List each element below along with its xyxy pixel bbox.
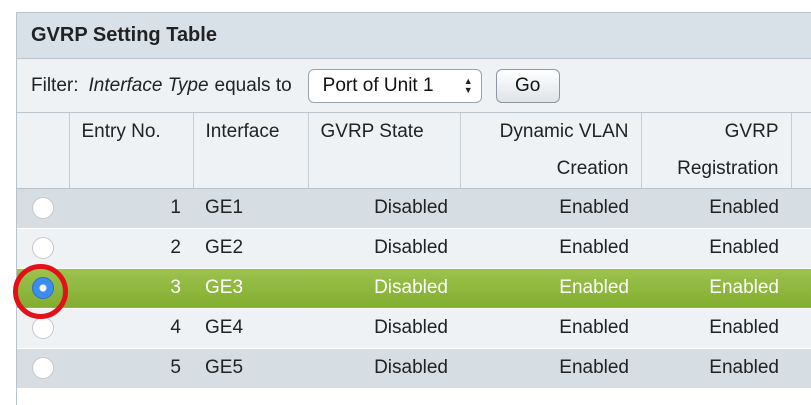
header-interface: Interface [193, 113, 309, 189]
cell-gvrp-state: Disabled [308, 188, 460, 229]
cell-registration: Enabled [641, 308, 791, 349]
cell-interface: GE3 [193, 268, 308, 309]
page-margin [0, 12, 16, 405]
header-gvrp-state: GVRP State [308, 113, 461, 189]
cell-interface: GE5 [193, 348, 308, 389]
cell-interface: GE2 [193, 228, 308, 269]
row-radio-button[interactable] [32, 236, 54, 259]
cell-entry-no: 1 [69, 188, 193, 229]
table-header-row-2: Creation Registration [17, 151, 811, 189]
panel-title-text: GVRP Setting Table [31, 24, 217, 46]
cell-interface: GE1 [193, 188, 308, 229]
header-entry-no: Entry No. [69, 113, 194, 189]
gvrp-table: Entry No. Interface GVRP State Dynamic V… [17, 113, 811, 389]
cell-gvrp-state: Disabled [308, 308, 460, 349]
cell-gvrp-state: Disabled [308, 348, 460, 389]
go-button-label: Go [514, 74, 541, 96]
cell-entry-no: 2 [69, 228, 193, 269]
cell-registration: Enabled [641, 348, 791, 389]
filter-field: Interface Type [88, 74, 209, 96]
cell-dynamic-vlan: Enabled [460, 268, 641, 309]
table-row-selected[interactable]: 3 GE3 Disabled Enabled Enabled [17, 268, 811, 309]
cell-entry-no: 4 [69, 308, 193, 349]
cell-dynamic-vlan: Enabled [460, 228, 641, 269]
row-radio-button-checked[interactable] [32, 276, 54, 299]
cell-dynamic-vlan: Enabled [460, 188, 641, 229]
cell-entry-no: 5 [69, 348, 193, 389]
table-row[interactable]: 4 GE4 Disabled Enabled Enabled [17, 308, 811, 349]
row-radio-button[interactable] [32, 316, 54, 339]
cell-interface: GE4 [193, 308, 308, 349]
table-row[interactable]: 5 GE5 Disabled Enabled Enabled [17, 348, 811, 389]
filter-operator: equals to [214, 74, 292, 96]
cell-gvrp-state: Disabled [308, 228, 460, 269]
table-row[interactable]: 1 GE1 Disabled Enabled Enabled [17, 188, 811, 229]
table-row[interactable]: 2 GE2 Disabled Enabled Enabled [17, 228, 811, 269]
filter-bar: Filter: Interface Type equals to Port of… [17, 59, 811, 113]
cell-gvrp-state: Disabled [308, 268, 460, 309]
go-button[interactable]: Go [495, 68, 560, 103]
interface-type-select[interactable]: Port of Unit 1 ▲▼ [307, 68, 482, 103]
cell-registration: Enabled [641, 228, 791, 269]
cell-entry-no: 3 [69, 268, 193, 309]
row-radio-button[interactable] [32, 196, 54, 219]
table-header-row: Entry No. Interface GVRP State Dynamic V… [17, 113, 811, 189]
gvrp-setting-panel: GVRP Setting Table Filter: Interface Typ… [16, 12, 811, 405]
cell-registration: Enabled [641, 268, 791, 309]
select-arrows-icon: ▲▼ [463, 75, 473, 95]
cell-dynamic-vlan: Enabled [460, 308, 641, 349]
select-value: Port of Unit 1 [322, 74, 434, 96]
header-registration-bottom: Registration [641, 151, 792, 189]
cell-registration: Enabled [641, 188, 791, 229]
header-registration-top: GVRP [641, 113, 792, 151]
header-more [791, 113, 811, 189]
filter-label: Filter: [31, 74, 79, 96]
panel-title: GVRP Setting Table [17, 13, 811, 59]
header-select [17, 113, 70, 189]
header-dynamic-vlan-top: Dynamic VLAN [460, 113, 642, 151]
row-radio-button[interactable] [32, 356, 54, 379]
header-dynamic-vlan-bottom: Creation [460, 151, 642, 189]
cell-dynamic-vlan: Enabled [460, 348, 641, 389]
